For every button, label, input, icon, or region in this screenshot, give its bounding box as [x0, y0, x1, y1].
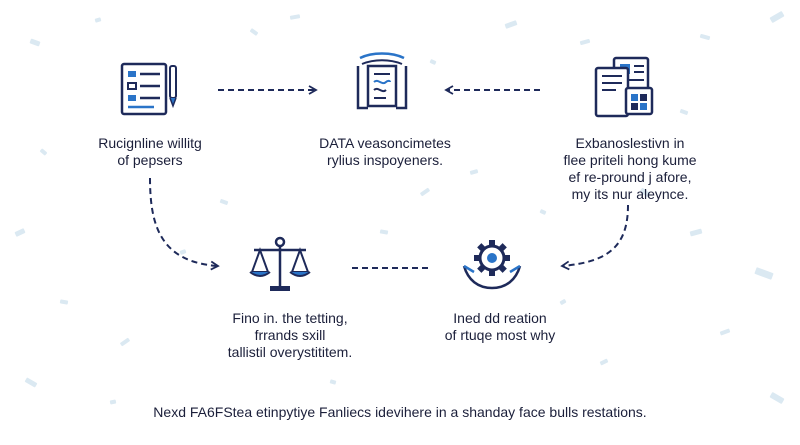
label-line: flee priteli hong kume — [563, 152, 697, 168]
document-scroll-icon — [356, 52, 408, 110]
gear-hands-icon — [462, 240, 522, 290]
files-report-icon — [594, 56, 654, 118]
label-line: Exbanoslestivn in — [575, 135, 685, 151]
document-list-icon — [120, 62, 177, 116]
label-line: of pepsers — [117, 152, 183, 168]
balance-scale-icon — [249, 236, 311, 291]
label-line: DATA veasoncimetes — [319, 135, 451, 151]
arrow-node1-to-node4 — [149, 177, 220, 271]
label-line: frrands sxill — [254, 327, 326, 343]
label-line: of rtuqe most why — [444, 327, 556, 343]
label-line: rylius inspoyeners. — [327, 152, 443, 168]
footer-caption: Nexd FA6FStea etinpytiye Fanliecs idevih… — [153, 404, 647, 420]
label-line: my its nur aleynce. — [571, 186, 689, 202]
label-line: Fino in. the tetting, — [232, 310, 348, 326]
label-line: ef re-pround j afore, — [568, 169, 692, 185]
label-line: Ined dd reation — [453, 310, 547, 326]
label-line: tallistil overystititem. — [227, 344, 353, 360]
label-line: Rucignline willitg — [98, 135, 202, 151]
arrow-node3-to-node5 — [560, 204, 629, 271]
